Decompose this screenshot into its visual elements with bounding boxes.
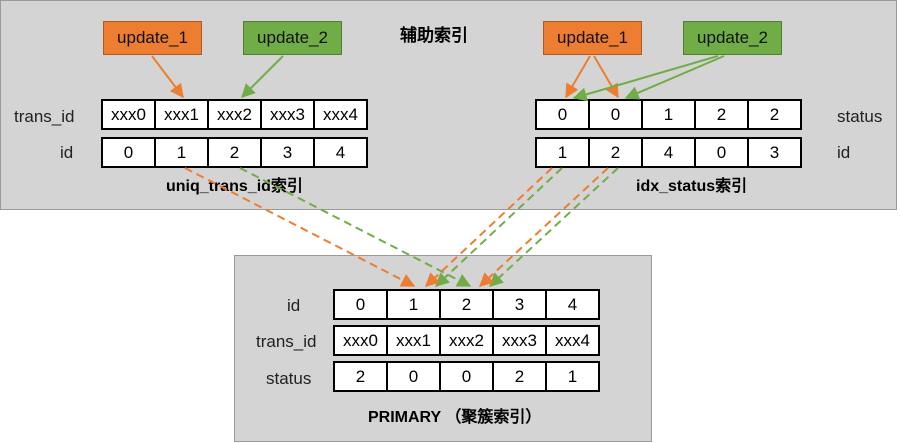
primary-status-cell: 0	[386, 361, 441, 392]
primary-id-cell: 1	[386, 289, 441, 320]
status-index-id-table: 1 2 4 0 3	[535, 137, 802, 168]
status-index-table: 0 0 1 2 2	[535, 99, 802, 130]
update-2-to-status-0b-arrow	[624, 55, 725, 100]
secondary-index-title: 辅助索引	[400, 26, 468, 45]
status-row-label-id: id	[837, 143, 851, 162]
primary-id-cell: 4	[545, 289, 600, 320]
primary-id-cell: 2	[439, 289, 494, 320]
update-1-to-status-0a-arrow	[565, 55, 591, 99]
primary-id-cell: 3	[492, 289, 547, 320]
uniq-trans-id-index-table: xxx0 xxx1 xxx2 xxx3 xxx4	[101, 99, 368, 130]
update-1-tag-right: update_1	[543, 21, 642, 55]
uniq-trans-id-cell: xxx4	[313, 99, 368, 130]
update-2-to-status-0a-arrow	[572, 55, 719, 102]
primary-status-cell: 1	[545, 361, 600, 392]
primary-row-label-id: id	[287, 296, 301, 315]
primary-index-caption: PRIMARY （聚簇索引）	[368, 409, 542, 426]
status-index-id-row: 1 2 4 0 3	[535, 137, 802, 168]
status-row-label-status: status	[837, 107, 883, 126]
primary-status-row: 2 0 0 2 1	[333, 361, 600, 392]
status-id2-orange-to-primary-2-arrow	[478, 167, 609, 287]
uniq-row-label-id: id	[60, 143, 74, 162]
primary-id-cell: 0	[333, 289, 388, 320]
primary-trans-id-cell: xxx2	[439, 325, 494, 356]
primary-id-row: 0 1 2 3 4	[333, 289, 600, 320]
primary-status-cell: 0	[439, 361, 494, 392]
uniq-id-cell: 2	[207, 137, 262, 168]
primary-status-cell: 2	[333, 361, 388, 392]
primary-row-label-status: status	[266, 369, 312, 388]
status-index-caption: idx_status索引	[636, 178, 748, 195]
status-id2-to-primary-2-arrow	[488, 167, 619, 287]
update-2-to-xxx2-arrow	[241, 55, 284, 98]
update-2-tag-left: update_2	[243, 21, 342, 55]
uniq-id2-to-primary-2-arrow	[239, 167, 472, 287]
status-index-id-cell: 1	[535, 137, 590, 168]
primary-status-cell: 2	[492, 361, 547, 392]
uniq-trans-id-cell: xxx0	[101, 99, 156, 130]
uniq-id-cell: 4	[313, 137, 368, 168]
uniq-trans-id-cell: xxx1	[154, 99, 209, 130]
uniq-trans-id-cell: xxx3	[260, 99, 315, 130]
status-index-status-cell: 0	[535, 99, 590, 130]
primary-trans-id-cell: xxx1	[386, 325, 441, 356]
update-1-to-xxx1-arrow	[151, 55, 184, 99]
uniq-id-cell: 1	[154, 137, 209, 168]
update-2-tag-right: update_2	[683, 21, 782, 55]
status-index-status-row: 0 0 1 2 2	[535, 99, 802, 130]
uniq-id-row: 0 1 2 3 4	[101, 137, 368, 168]
uniq-trans-id-cell: xxx2	[207, 99, 262, 130]
primary-row-label-trans-id: trans_id	[256, 332, 317, 351]
status-index-status-cell: 2	[747, 99, 802, 130]
primary-status-table: 2 0 0 2 1	[333, 361, 600, 392]
status-index-id-cell: 2	[588, 137, 643, 168]
uniq-row-label-trans-id: trans_id	[14, 107, 75, 126]
primary-trans-id-row: xxx0 xxx1 xxx2 xxx3 xxx4	[333, 325, 600, 356]
uniq-id-cell: 0	[101, 137, 156, 168]
primary-trans-id-cell: xxx4	[545, 325, 600, 356]
primary-trans-id-cell: xxx0	[333, 325, 388, 356]
uniq-id1-to-primary-1-arrow	[184, 167, 416, 287]
status-index-id-cell: 0	[694, 137, 749, 168]
status-index-id-cell: 4	[641, 137, 696, 168]
status-index-id-cell: 3	[747, 137, 802, 168]
uniq-id-cell: 3	[260, 137, 315, 168]
status-index-status-cell: 1	[641, 99, 696, 130]
status-index-status-cell: 2	[694, 99, 749, 130]
status-index-status-cell: 0	[588, 99, 643, 130]
update-1-to-status-0b-arrow	[593, 55, 619, 99]
primary-trans-id-table: xxx0 xxx1 xxx2 xxx3 xxx4	[333, 325, 600, 356]
primary-id-table: 0 1 2 3 4	[333, 289, 600, 320]
uniq-id-table: 0 1 2 3 4	[101, 137, 368, 168]
status-id1-to-primary-1-arrow	[434, 167, 563, 287]
uniq-trans-id-row: xxx0 xxx1 xxx2 xxx3 xxx4	[101, 99, 368, 130]
update-1-tag-left: update_1	[103, 21, 202, 55]
status-id1-orange-to-primary-1-arrow	[424, 167, 553, 287]
primary-trans-id-cell: xxx3	[492, 325, 547, 356]
